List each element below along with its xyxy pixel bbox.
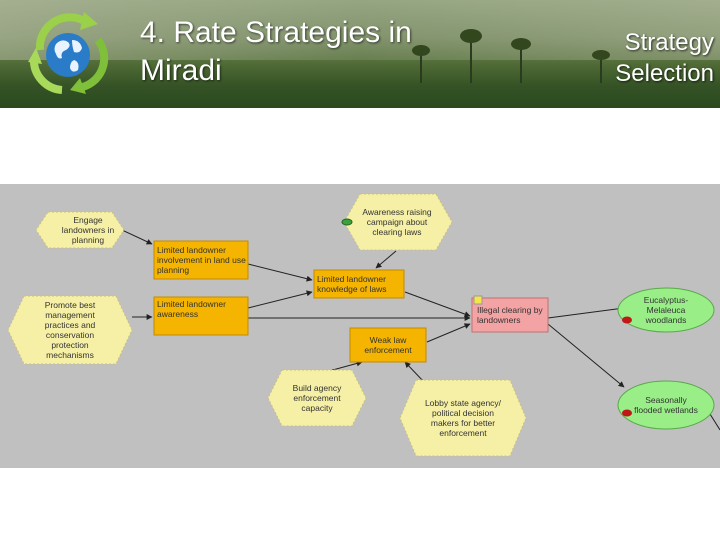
diagram-graphics <box>7 193 720 457</box>
strategy-engage-label: Engage landowners in planning <box>61 215 115 245</box>
threat-clearing-shape[interactable] <box>471 297 549 333</box>
strategy-promote-shape[interactable] <box>7 295 133 365</box>
factor-awareness-shape[interactable] <box>153 296 249 336</box>
target-eucalyptus-label: Eucalyptus-Melaleuca woodlands <box>643 295 689 325</box>
banner-tree-crown <box>412 45 430 56</box>
strategy-lobby-shape[interactable] <box>399 379 527 457</box>
link-campaign-knowledge <box>375 250 397 269</box>
link-clearing-wetlands <box>547 323 625 388</box>
link-weaklaw-clearing <box>426 323 471 343</box>
link-engage-involvement <box>121 229 153 245</box>
header-banner: 4. Rate Strategies in Miradi Strategy Se… <box>0 0 720 108</box>
banner-tree-crown <box>460 29 482 43</box>
diagram-links <box>121 229 720 431</box>
factor-knowledge-shape[interactable] <box>313 269 405 299</box>
banner-tree <box>420 48 422 83</box>
banner-tree <box>600 53 602 83</box>
target-eucalyptus-shape[interactable] <box>617 287 715 333</box>
threat-rating-icon <box>473 295 483 305</box>
factor-involvement-shape[interactable] <box>153 240 249 280</box>
target-wetlands-status-icon <box>622 409 632 417</box>
miradi-diagram: Engage landowners in planning Promote be… <box>0 184 720 468</box>
strategy-build-agency-label: Build agency enforcement capacity <box>292 383 342 413</box>
target-wetlands-label: Seasonally flooded wetlands <box>634 395 698 415</box>
target-wetlands-shape[interactable] <box>617 380 715 430</box>
target-eucalyptus-status-icon <box>622 316 632 324</box>
factor-awareness-label: Limited landowner awareness <box>157 299 226 319</box>
link-involvement-knowledge <box>247 263 313 282</box>
link-awareness-knowledge <box>247 290 313 309</box>
factor-weaklaw-shape[interactable] <box>349 327 427 363</box>
strategy-engage-shape[interactable] <box>35 211 125 249</box>
strategy-build-agency-shape[interactable] <box>267 369 367 427</box>
banner-tree <box>520 43 522 83</box>
banner-tree <box>470 33 472 83</box>
page-title: 4. Rate Strategies in Miradi <box>140 16 412 87</box>
banner-tree-crown <box>592 50 610 60</box>
factor-involvement-label: Limited landowner involvement in land us… <box>157 245 246 275</box>
threat-clearing-label: Illegal clearing by landowners <box>477 305 543 325</box>
link-knowledge-clearing <box>404 291 471 317</box>
strategy-lobby-label: Lobby state agency/ political decision m… <box>424 398 502 438</box>
globe-recycle-logo-icon <box>28 12 109 94</box>
factor-weaklaw-label: Weak law enforcement <box>364 335 412 355</box>
banner-tree-crown <box>511 38 531 50</box>
strategy-campaign-label: Awareness raising campaign about clearin… <box>362 207 432 237</box>
link-clearing-eucalyptus <box>547 305 625 319</box>
link-lobby-weaklaw <box>404 361 425 383</box>
page-subtitle: Strategy Selection <box>615 29 714 87</box>
strategy-campaign-rating-icon <box>341 218 353 226</box>
strategy-promote-label: Promote best management practices and co… <box>44 300 96 360</box>
factor-knowledge-label: Limited landowner knowledge of laws <box>317 274 387 294</box>
